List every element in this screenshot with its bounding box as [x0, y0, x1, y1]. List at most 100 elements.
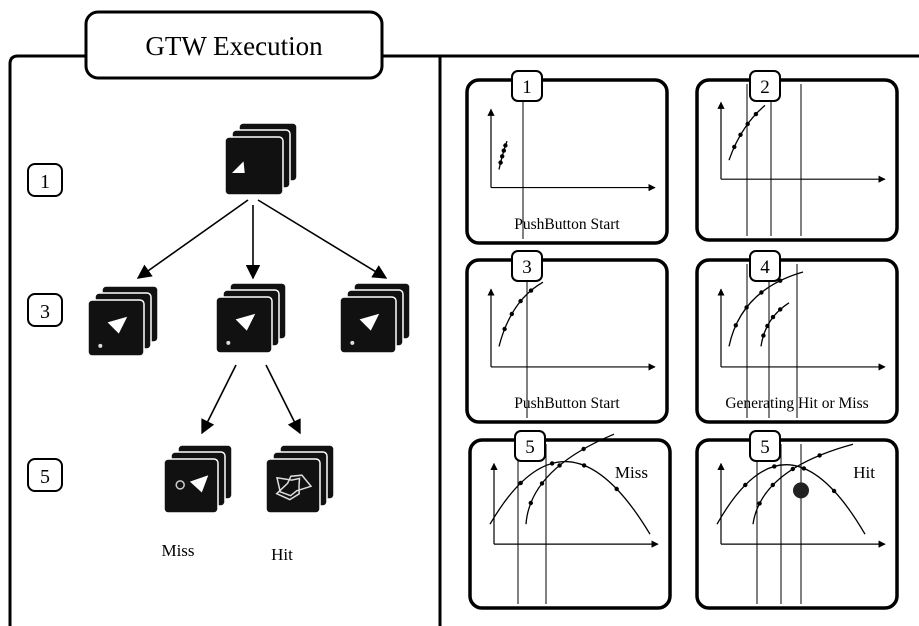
frame-stack-branch-left	[87, 285, 159, 357]
trajectory-curve	[498, 140, 508, 170]
card-frame	[695, 438, 899, 610]
svg-text:5: 5	[40, 466, 50, 488]
trajectory-point	[549, 461, 555, 466]
card-badge: 4	[749, 250, 781, 282]
collision-marker	[793, 482, 809, 499]
trajectory-point	[503, 143, 508, 148]
ball-marker	[189, 475, 209, 493]
trajectory-point	[745, 121, 750, 127]
trajectory-point	[614, 486, 619, 492]
trajectory-point	[738, 132, 743, 137]
trajectory-point	[528, 288, 534, 293]
ball-marker	[231, 161, 245, 173]
trajectory-point	[501, 148, 506, 153]
trajectory-curve	[525, 433, 615, 525]
video-frame	[265, 458, 321, 514]
frame-stack-hit	[265, 444, 335, 514]
trajectory-curve	[728, 104, 766, 161]
trajectory-point	[528, 500, 533, 506]
card-caption: PushButton Start	[514, 395, 620, 412]
card-badge-label: 1	[522, 77, 532, 98]
trajectory-point	[518, 480, 523, 486]
card-badge-label: 3	[522, 257, 532, 278]
trajectory-point	[502, 326, 507, 332]
frame-stack-root	[224, 122, 298, 196]
trajectory-point	[539, 481, 545, 486]
trajectory-point	[518, 298, 523, 304]
ball-marker	[107, 316, 128, 334]
trajectory-point	[743, 482, 748, 488]
trajectory-point	[759, 290, 764, 295]
trajectory-card: 2	[695, 70, 899, 242]
trajectory-point	[765, 323, 770, 329]
frame-stack-branch-middle	[215, 282, 287, 354]
card-badge: 3	[511, 250, 543, 282]
page-title: GTW Execution	[145, 31, 323, 61]
card-badge-label: 4	[760, 257, 770, 278]
explosion-marker	[275, 474, 313, 501]
card-caption: PushButton Start	[514, 216, 620, 233]
step-badge: 1	[27, 163, 63, 197]
trajectory-point	[581, 446, 586, 452]
trajectory-curve	[498, 281, 544, 347]
outer-frame	[8, 54, 919, 626]
trajectory-point	[761, 333, 766, 338]
trajectory-curve	[489, 460, 651, 535]
card-frame	[465, 258, 669, 424]
trajectory-curve	[716, 464, 866, 535]
card-badge: 5	[514, 430, 546, 462]
trajectory-point	[500, 154, 505, 159]
trajectory-point	[498, 160, 503, 165]
ball-dot	[226, 340, 231, 345]
trajectory-point	[778, 307, 783, 312]
left-panel: 1 3 5 Miss Hit	[27, 122, 411, 564]
trajectory-point	[581, 463, 587, 468]
frame-stack-miss	[163, 444, 233, 514]
card-badge: 1	[511, 70, 543, 102]
video-frame	[163, 458, 219, 514]
ball-dot	[350, 340, 355, 345]
frame-stack-branch-right	[339, 282, 411, 354]
card-result-label: Miss	[615, 463, 648, 482]
svg-text:1: 1	[40, 171, 50, 193]
miss-label: Miss	[161, 541, 194, 560]
trajectory-point	[509, 311, 514, 317]
card-frame	[695, 78, 899, 242]
card-badge-label: 5	[525, 437, 535, 458]
trajectory-point	[732, 144, 737, 150]
trajectory-point	[753, 111, 759, 117]
card-badge: 2	[749, 70, 781, 102]
card-badge-label: 5	[760, 437, 770, 458]
step-badge: 3	[27, 293, 63, 327]
card-result-label: Hit	[853, 463, 875, 482]
trajectory-point	[772, 464, 777, 469]
tree-arrows	[136, 199, 388, 435]
svg-text:3: 3	[40, 301, 50, 323]
card-badge: 5	[749, 430, 781, 462]
ball-dot	[175, 480, 185, 490]
trajectory-point	[770, 314, 776, 320]
trajectory-point	[557, 463, 562, 468]
card-caption: Generating Hit or Miss	[725, 395, 868, 412]
ball-dot	[98, 343, 103, 348]
title-tab: GTW Execution	[84, 10, 384, 80]
trajectory-point	[801, 466, 807, 471]
card-badge-label: 2	[760, 77, 770, 98]
trajectory-point	[770, 482, 775, 488]
trajectory-point	[733, 323, 738, 328]
card-frame	[465, 78, 669, 245]
trajectory-point	[757, 501, 762, 506]
trajectory-point	[744, 305, 749, 310]
trajectory-point	[831, 488, 837, 494]
video-frame	[224, 136, 284, 196]
trajectory-point	[790, 466, 795, 472]
hit-label: Hit	[271, 545, 293, 564]
trajectory-curve	[760, 302, 790, 347]
